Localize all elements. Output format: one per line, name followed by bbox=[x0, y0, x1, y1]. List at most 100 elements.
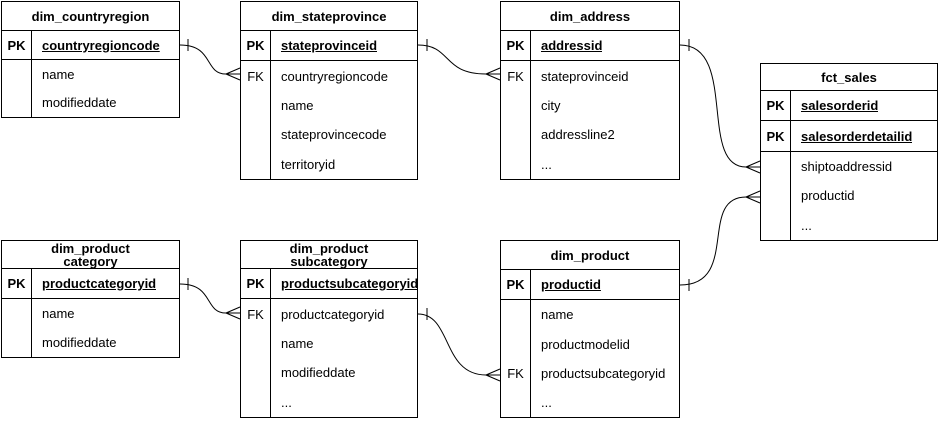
relationship-dim_productcategory-dim_productsubcategory[interactable] bbox=[179, 278, 241, 320]
field-name: name bbox=[42, 66, 75, 82]
table-row[interactable]: PK productcategoryid bbox=[2, 269, 179, 299]
key-label-empty bbox=[2, 299, 32, 328]
table-row[interactable]: name bbox=[2, 60, 179, 89]
relationship-dim_stateprovince-dim_address[interactable] bbox=[417, 39, 501, 81]
table-row[interactable]: productid bbox=[761, 181, 937, 211]
field-name: name bbox=[541, 307, 574, 323]
key-label: PK bbox=[241, 269, 271, 299]
relationship-line[interactable] bbox=[179, 44, 227, 75]
crowfoot-many-icon bbox=[485, 67, 501, 81]
table-row[interactable]: FK productsubcategoryid bbox=[501, 358, 679, 388]
key-label-empty bbox=[2, 88, 32, 117]
key-label-empty bbox=[2, 60, 32, 89]
relationship-line[interactable] bbox=[179, 283, 227, 314]
key-label-empty bbox=[761, 210, 791, 241]
table-row[interactable]: city bbox=[501, 90, 679, 121]
table-row[interactable]: modifieddate bbox=[241, 358, 417, 388]
field-name: name bbox=[281, 98, 314, 114]
key-label: PK bbox=[2, 31, 32, 60]
table-row[interactable]: ... bbox=[501, 149, 679, 180]
field-name: modifieddate bbox=[42, 335, 117, 350]
table-row[interactable]: stateprovincecode bbox=[241, 120, 417, 150]
relationship-line[interactable] bbox=[679, 196, 747, 286]
table-row[interactable]: PK productsubcategoryid bbox=[241, 269, 417, 300]
relationship-line[interactable] bbox=[679, 44, 747, 168]
table-title: dim_countryregion bbox=[2, 2, 179, 31]
table-row[interactable]: ... bbox=[501, 387, 679, 418]
field-name: addressline2 bbox=[541, 127, 615, 143]
key-label-empty bbox=[241, 120, 271, 150]
field-name: ... bbox=[281, 394, 292, 410]
relationship-dim_countryregion-dim_stateprovince[interactable] bbox=[179, 39, 241, 81]
field-name: city bbox=[541, 98, 561, 114]
field-name: addressid bbox=[541, 38, 603, 54]
key-label: PK bbox=[761, 91, 791, 121]
field-name: salesorderid bbox=[801, 98, 879, 114]
field-name: productsubcategoryid bbox=[541, 365, 666, 381]
key-label-empty bbox=[241, 90, 271, 121]
key-label: FK bbox=[501, 358, 531, 388]
table-row[interactable]: ... bbox=[241, 387, 417, 418]
field-name: name bbox=[42, 306, 75, 321]
key-label-empty bbox=[241, 149, 271, 180]
key-label-empty bbox=[501, 149, 531, 180]
field-name: productcategoryid bbox=[42, 276, 157, 291]
table-title: dim_address bbox=[501, 2, 679, 31]
field-name: salesorderdetailid bbox=[801, 128, 913, 144]
key-label: FK bbox=[501, 61, 531, 91]
table-row[interactable]: PK countryregioncode bbox=[2, 31, 179, 61]
table-title: fct_sales bbox=[761, 64, 937, 91]
table-title: dim_product bbox=[501, 241, 679, 270]
key-label: PK bbox=[501, 270, 531, 300]
key-label-empty bbox=[241, 328, 271, 359]
table-row[interactable]: PK salesorderdetailid bbox=[761, 121, 937, 152]
table-row[interactable]: modifieddate bbox=[2, 88, 179, 117]
table-row[interactable]: name bbox=[2, 299, 179, 328]
relationship-dim_product-fct_sales[interactable] bbox=[679, 190, 761, 291]
field-name: territoryid bbox=[281, 156, 336, 172]
table-row[interactable]: shiptoaddressid bbox=[761, 151, 937, 182]
table-row[interactable]: PK addressid bbox=[501, 31, 679, 62]
table-row[interactable]: PK salesorderid bbox=[761, 91, 937, 122]
field-name: stateprovincecode bbox=[281, 127, 387, 143]
relationship-line[interactable] bbox=[417, 44, 487, 75]
table-row[interactable]: name bbox=[241, 90, 417, 121]
table-title: dim_product subcategory bbox=[241, 241, 417, 269]
crowfoot-many-icon bbox=[225, 67, 241, 81]
relationship-line[interactable] bbox=[417, 313, 487, 376]
key-label: PK bbox=[2, 269, 32, 298]
key-label: PK bbox=[501, 31, 531, 61]
table-row[interactable]: addressline2 bbox=[501, 120, 679, 150]
field-name: name bbox=[281, 336, 314, 352]
table-row[interactable]: name bbox=[501, 300, 679, 330]
relationship-dim_address-fct_sales[interactable] bbox=[679, 39, 761, 174]
table-row[interactable]: ... bbox=[761, 210, 937, 241]
crowfoot-many-icon bbox=[745, 190, 761, 204]
field-name: countryregioncode bbox=[42, 37, 160, 53]
table-title: dim_product category bbox=[2, 241, 179, 269]
key-label: FK bbox=[241, 299, 271, 329]
field-name: productsubcategoryid bbox=[281, 276, 417, 292]
key-label: PK bbox=[761, 121, 791, 151]
table-row[interactable]: name bbox=[241, 328, 417, 359]
field-name: stateprovinceid bbox=[281, 38, 378, 54]
table-row[interactable]: territoryid bbox=[241, 149, 417, 180]
key-label-empty bbox=[761, 151, 791, 182]
table-row[interactable]: productmodelid bbox=[501, 329, 679, 359]
table-row[interactable]: modifieddate bbox=[2, 328, 179, 357]
relationship-dim_productsubcategory-dim_product[interactable] bbox=[417, 308, 501, 382]
